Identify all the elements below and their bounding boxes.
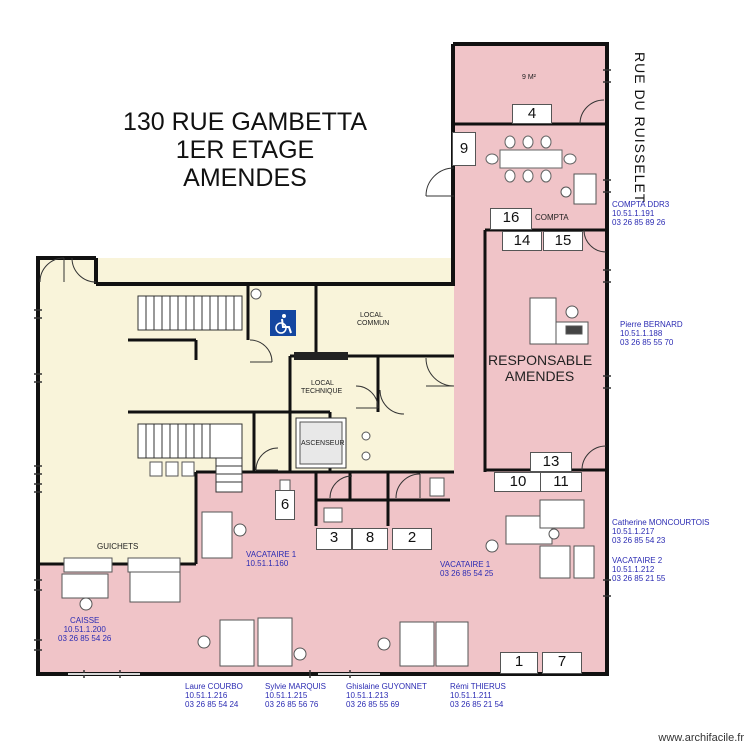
staff-name: Rémi THIERUS <box>450 682 506 691</box>
staff-phone: 03 26 85 55 69 <box>346 700 400 709</box>
street-name: RUE DU RUISSELET <box>632 52 648 204</box>
staff-ip: 10.51.1.188 <box>620 329 663 338</box>
staff-ip: 10.51.1.212 <box>612 565 655 574</box>
room-local-commun-1: LOCAL <box>360 312 383 319</box>
room-local-commun-2: COMMUN <box>357 320 390 327</box>
staff-name: COMPTA DDR3 <box>612 200 670 209</box>
staff-name: Laure COURBO <box>185 682 243 691</box>
number-box-4: 4 <box>512 104 552 124</box>
staff-pierre-bernard: Pierre BERNARD 10.51.1.188 03 26 85 55 7… <box>620 320 683 347</box>
number-box-16: 16 <box>490 208 532 230</box>
staff-ip: 10.51.1.215 <box>265 691 308 700</box>
title-line-2: 1ER ETAGE <box>175 136 315 164</box>
number-box-9: 9 <box>452 132 476 166</box>
staff-ip: 10.51.1.213 <box>346 691 389 700</box>
room-compta: COMPTA <box>535 213 569 222</box>
staff-sylvie-marquis: Sylvie MARQUIS 10.51.1.215 03 26 85 56 7… <box>265 682 326 709</box>
meeting-table <box>485 135 577 183</box>
staff-phone: 03 26 85 55 70 <box>620 338 674 347</box>
staff-ghislaine-guyonnet: Ghislaine GUYONNET 10.51.1.213 03 26 85 … <box>346 682 427 709</box>
number-box-7: 7 <box>542 652 582 674</box>
stairs-bottom <box>137 423 243 493</box>
staff-laure-courbo: Laure COURBO 10.51.1.216 03 26 85 54 24 <box>185 682 243 709</box>
staff-phone: 03 26 85 54 26 <box>58 634 112 643</box>
number-box-3: 3 <box>316 528 352 550</box>
number-box-15: 15 <box>543 231 583 251</box>
electric-panel <box>294 352 348 360</box>
staff-caisse: CAISSE 10.51.1.200 03 26 85 54 26 <box>58 616 111 643</box>
staff-compta-ddr3: COMPTA DDR3 10.51.1.191 03 26 85 89 26 <box>612 200 669 227</box>
staff-phone: 03 26 85 54 25 <box>440 569 494 578</box>
staff-name: Catherine MONCOURTOIS <box>612 518 710 527</box>
staff-name: Ghislaine GUYONNET <box>346 682 427 691</box>
watermark-text: www.archifacile.fr <box>658 732 744 744</box>
number-box-1: 1 <box>500 652 538 674</box>
number-box-14: 14 <box>502 231 542 251</box>
staff-name: VACATAIRE 1 <box>440 560 491 569</box>
room-guichets: GUICHETS <box>97 542 139 551</box>
title-line-3: AMENDES <box>183 164 307 192</box>
number-box-6: 6 <box>275 490 295 520</box>
staff-vacataire-2: VACATAIRE 2 10.51.1.212 03 26 85 21 55 <box>612 556 665 583</box>
fixtures <box>149 288 445 523</box>
number-box-10: 10 <box>494 472 542 492</box>
room-responsable-1: RESPONSABLE <box>488 352 593 368</box>
doors <box>39 99 607 499</box>
title-line-1: 130 RUE GAMBETTA <box>122 108 368 136</box>
staff-phone: 03 26 85 54 24 <box>185 700 239 709</box>
staff-remi-thierus: Rémi THIERUS 10.51.1.211 03 26 85 21 54 <box>450 682 506 709</box>
staff-phone: 03 26 85 54 23 <box>612 536 666 545</box>
staff-name: CAISSE <box>70 616 100 625</box>
staff-phone: 03 26 85 21 55 <box>612 574 666 583</box>
staff-ip: 10.51.1.200 <box>63 625 106 634</box>
staff-phone: 03 26 85 56 76 <box>265 700 319 709</box>
staff-ip: 10.51.1.160 <box>246 559 289 568</box>
number-box-11: 11 <box>540 472 582 492</box>
room-responsable-2: AMENDES <box>505 368 575 384</box>
staff-phone: 03 26 85 89 26 <box>612 218 666 227</box>
room-local-technique-1: LOCAL <box>311 380 334 387</box>
room-small-area: 9 M² <box>522 74 536 81</box>
staff-ip: 10.51.1.211 <box>450 691 492 700</box>
room-ascenseur: ASCENSEUR <box>301 440 345 447</box>
staff-catherine-moncourtois: Catherine MONCOURTOIS 10.51.1.217 03 26 … <box>612 518 710 545</box>
staff-phone: 03 26 85 21 54 <box>450 700 504 709</box>
number-box-8: 8 <box>352 528 388 550</box>
staff-vacataire-1-mid: VACATAIRE 1 03 26 85 54 25 <box>440 560 493 578</box>
staff-ip: 10.51.1.216 <box>185 691 228 700</box>
number-box-13: 13 <box>530 452 572 472</box>
staff-ip: 10.51.1.191 <box>612 209 655 218</box>
staff-name: Sylvie MARQUIS <box>265 682 326 691</box>
number-box-2: 2 <box>392 528 432 550</box>
staff-vacataire-1-left: VACATAIRE 1 10.51.1.160 <box>246 550 296 568</box>
room-local-technique-2: TECHNIQUE <box>301 388 343 395</box>
staff-ip: 10.51.1.217 <box>612 527 655 536</box>
desks <box>61 173 597 667</box>
staff-name: VACATAIRE 1 <box>246 550 297 559</box>
stairs-top <box>137 295 243 331</box>
staff-name: VACATAIRE 2 <box>612 556 663 565</box>
staff-name: Pierre BERNARD <box>620 320 683 329</box>
